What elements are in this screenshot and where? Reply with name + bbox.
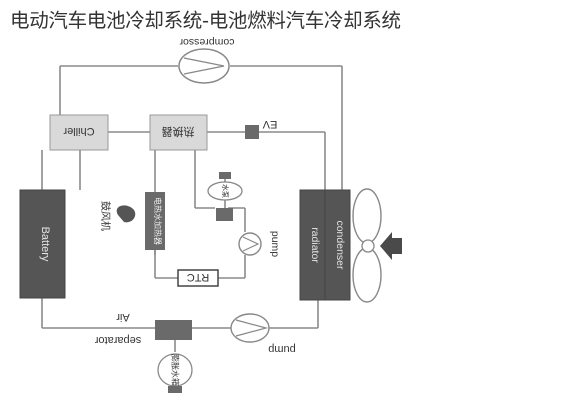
ev-valve (245, 125, 259, 139)
upper-pump (238, 232, 262, 256)
battery-label: Battery (39, 227, 51, 262)
heat-exchanger-box (149, 114, 208, 151)
rtc-box (177, 269, 219, 287)
compressor-label: compressor (179, 36, 234, 48)
chiller-label: Chiller (63, 125, 95, 137)
pipe-lines (41, 65, 343, 352)
cooling-fan (352, 188, 382, 303)
expansion-tank-cap (168, 386, 182, 393)
chiller-box (49, 114, 109, 151)
lower-pump-label: pump (268, 343, 296, 355)
upper-valve (216, 208, 233, 221)
heat-exchanger-label: 热换器 (162, 125, 195, 139)
airflow-arrow (380, 232, 402, 260)
condenser-label: condenser (334, 220, 346, 270)
rtc-label: RTC (187, 271, 209, 283)
upper-tank-cap (219, 172, 231, 179)
upper-tank-label: 水泵 (221, 184, 230, 198)
heater-module (145, 192, 165, 250)
expansion-tank-label: 膨胀水箱 (171, 354, 181, 386)
compressor (178, 48, 230, 84)
lower-pump (230, 313, 270, 343)
ev-label: EV (262, 118, 277, 130)
air-label: Air (116, 311, 130, 323)
upper-pump-label: pump (269, 231, 281, 257)
condenser-block (324, 189, 351, 301)
upper-tank (207, 181, 243, 201)
page-title: 电动汽车电池冷却系统-电池燃料汽车冷却系统 (10, 9, 401, 32)
radiator-label: radiator (309, 227, 321, 263)
blower-label: 鼓风机 (99, 201, 112, 231)
radiator-block (299, 189, 326, 301)
blower-fan-icon (116, 205, 136, 223)
separator-label: separator (94, 334, 141, 346)
air-separator (155, 320, 192, 340)
heater-label: 电热水加热器 (153, 197, 163, 245)
battery-block (19, 189, 66, 299)
